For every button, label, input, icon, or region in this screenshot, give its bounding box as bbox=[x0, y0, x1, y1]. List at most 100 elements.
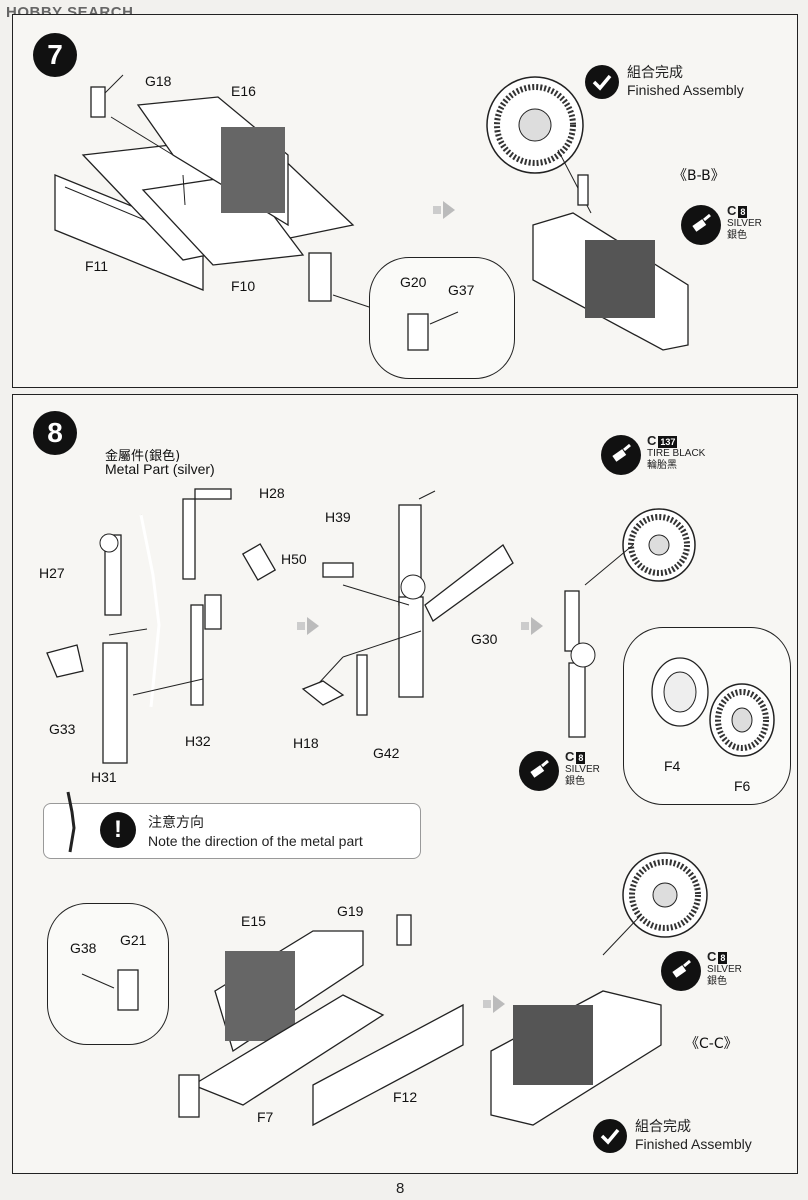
part-h28-rod bbox=[182, 488, 232, 580]
part-g33-link bbox=[46, 644, 84, 678]
direction-note: ! 注意方向 Note the direction of the metal p… bbox=[43, 791, 421, 859]
metal-part-sketch bbox=[66, 791, 76, 853]
part-label-h18: H18 bbox=[293, 735, 319, 751]
paintbrush-icon bbox=[601, 435, 641, 475]
part-label-g38: G38 bbox=[70, 940, 97, 956]
part-label-h31: H31 bbox=[91, 769, 117, 785]
part-h27-leg bbox=[99, 533, 122, 616]
finished-cn: 組合完成 bbox=[635, 1119, 691, 1135]
bracket-detail-drawing bbox=[81, 969, 139, 1011]
wheel-well-inner-wall-e16 bbox=[136, 96, 289, 227]
paint-code-number: 8 bbox=[576, 752, 586, 764]
part-g30-arm bbox=[424, 544, 514, 622]
step-number: 8 bbox=[33, 411, 77, 455]
bracket-detail-zoom: G38 G21 bbox=[47, 903, 169, 1045]
part-label-e16: E16 bbox=[231, 83, 256, 99]
note-en: Note the direction of the metal part bbox=[148, 833, 363, 849]
wheel-assembled-lower bbox=[602, 852, 708, 956]
part-label-g37: G37 bbox=[448, 282, 475, 298]
assembled-strut-right bbox=[564, 590, 596, 738]
assembled-wheel-well bbox=[532, 212, 689, 351]
part-label-f7: F7 bbox=[257, 1109, 274, 1125]
metal-part-label-cn: 金屬件(銀色) bbox=[105, 449, 181, 464]
part-label-e15: E15 bbox=[241, 913, 266, 929]
door-part-small bbox=[308, 252, 332, 302]
door-part-lower bbox=[178, 1074, 200, 1118]
part-label-g33: G33 bbox=[49, 721, 76, 737]
part-h50-bracket bbox=[241, 543, 277, 581]
detail-drawing bbox=[407, 311, 459, 351]
finished-assembly-badge: 組合完成 Finished Assembly bbox=[593, 1119, 752, 1153]
landing-gear-exploded-drawing bbox=[46, 488, 708, 1127]
wheel-detail-zoom: F4 F6 bbox=[623, 627, 791, 805]
assembled-wheel-well-lower bbox=[490, 990, 662, 1126]
paint-name-cn: 輪胎黑 bbox=[647, 460, 677, 471]
note-cn: 注意方向 bbox=[148, 815, 204, 831]
paint-name-en: SILVER bbox=[565, 764, 600, 775]
paint-name-cn: 銀色 bbox=[707, 976, 727, 987]
part-label-f11: F11 bbox=[85, 258, 109, 274]
exclamation-icon: ! bbox=[100, 812, 136, 848]
part-label-f12: F12 bbox=[393, 1089, 418, 1105]
flow-arrow-1 bbox=[297, 617, 319, 635]
part-h39-pin bbox=[322, 562, 354, 578]
part-label-g18: G18 bbox=[145, 73, 172, 89]
paint-name-cn: 銀色 bbox=[727, 230, 747, 241]
paint-code: C bbox=[707, 949, 717, 964]
check-icon bbox=[593, 1119, 627, 1153]
paint-code: C bbox=[647, 433, 657, 448]
step-7-panel: 7 bbox=[12, 14, 798, 388]
metal-part-label-en: Metal Part (silver) bbox=[105, 461, 215, 477]
part-label-g19: G19 bbox=[337, 903, 364, 919]
part-label-f4: F4 bbox=[664, 758, 681, 774]
paint-code-number: 137 bbox=[658, 436, 678, 448]
part-label-f10: F10 bbox=[231, 278, 256, 294]
detail-zoom-circle: G20 G37 bbox=[369, 257, 515, 379]
view-label: 《B-B》 bbox=[673, 168, 725, 184]
paint-code-number: 8 bbox=[738, 206, 748, 218]
check-icon bbox=[585, 65, 619, 99]
view-label: 《C-C》 bbox=[685, 1036, 738, 1052]
paintbrush-icon bbox=[661, 951, 701, 991]
finished-assembly-badge: 組合完成 Finished Assembly bbox=[585, 65, 744, 99]
finished-en: Finished Assembly bbox=[627, 82, 744, 98]
wheel-assembled bbox=[486, 76, 592, 214]
paint-code: C bbox=[727, 203, 737, 218]
main-strut-assembly bbox=[398, 490, 436, 698]
part-h31-cylinder bbox=[102, 642, 128, 764]
flow-arrow-2 bbox=[521, 617, 543, 635]
paint-code: C bbox=[565, 749, 575, 764]
part-h32-strut bbox=[190, 594, 222, 706]
part-h18-door-arm bbox=[301, 656, 345, 706]
wheel-halves-drawing bbox=[651, 657, 775, 757]
tire-f6-wheel-upper bbox=[622, 508, 696, 582]
part-g42-rod bbox=[356, 654, 368, 716]
step-number: 7 bbox=[33, 33, 77, 77]
paint-name-cn: 銀色 bbox=[565, 776, 585, 787]
wheel-well-inner-e15 bbox=[214, 930, 364, 1053]
paint-name-en: SILVER bbox=[707, 964, 742, 975]
finished-en: Finished Assembly bbox=[635, 1136, 752, 1152]
part-label-g42: G42 bbox=[373, 745, 400, 761]
wheel-well-exploded-drawing bbox=[54, 74, 689, 351]
paintbrush-icon bbox=[519, 751, 559, 791]
part-label-g20: G20 bbox=[400, 274, 427, 290]
wheel-well-floor-f7 bbox=[191, 994, 385, 1106]
part-label-f6: F6 bbox=[734, 778, 751, 794]
paint-code-number: 8 bbox=[718, 952, 728, 964]
part-label-h32: H32 bbox=[185, 733, 211, 749]
part-label-h27: H27 bbox=[39, 565, 65, 581]
part-label-h50: H50 bbox=[281, 551, 307, 567]
part-label-h28: H28 bbox=[259, 485, 285, 501]
part-label-g21: G21 bbox=[120, 932, 147, 948]
part-label-h39: H39 bbox=[325, 509, 351, 525]
paintbrush-icon bbox=[681, 205, 721, 245]
wheel-well-outer-f12 bbox=[312, 1003, 464, 1127]
flow-arrow-3 bbox=[483, 995, 505, 1013]
paint-name-en: TIRE BLACK bbox=[647, 448, 706, 459]
part-label-g30: G30 bbox=[471, 631, 498, 647]
